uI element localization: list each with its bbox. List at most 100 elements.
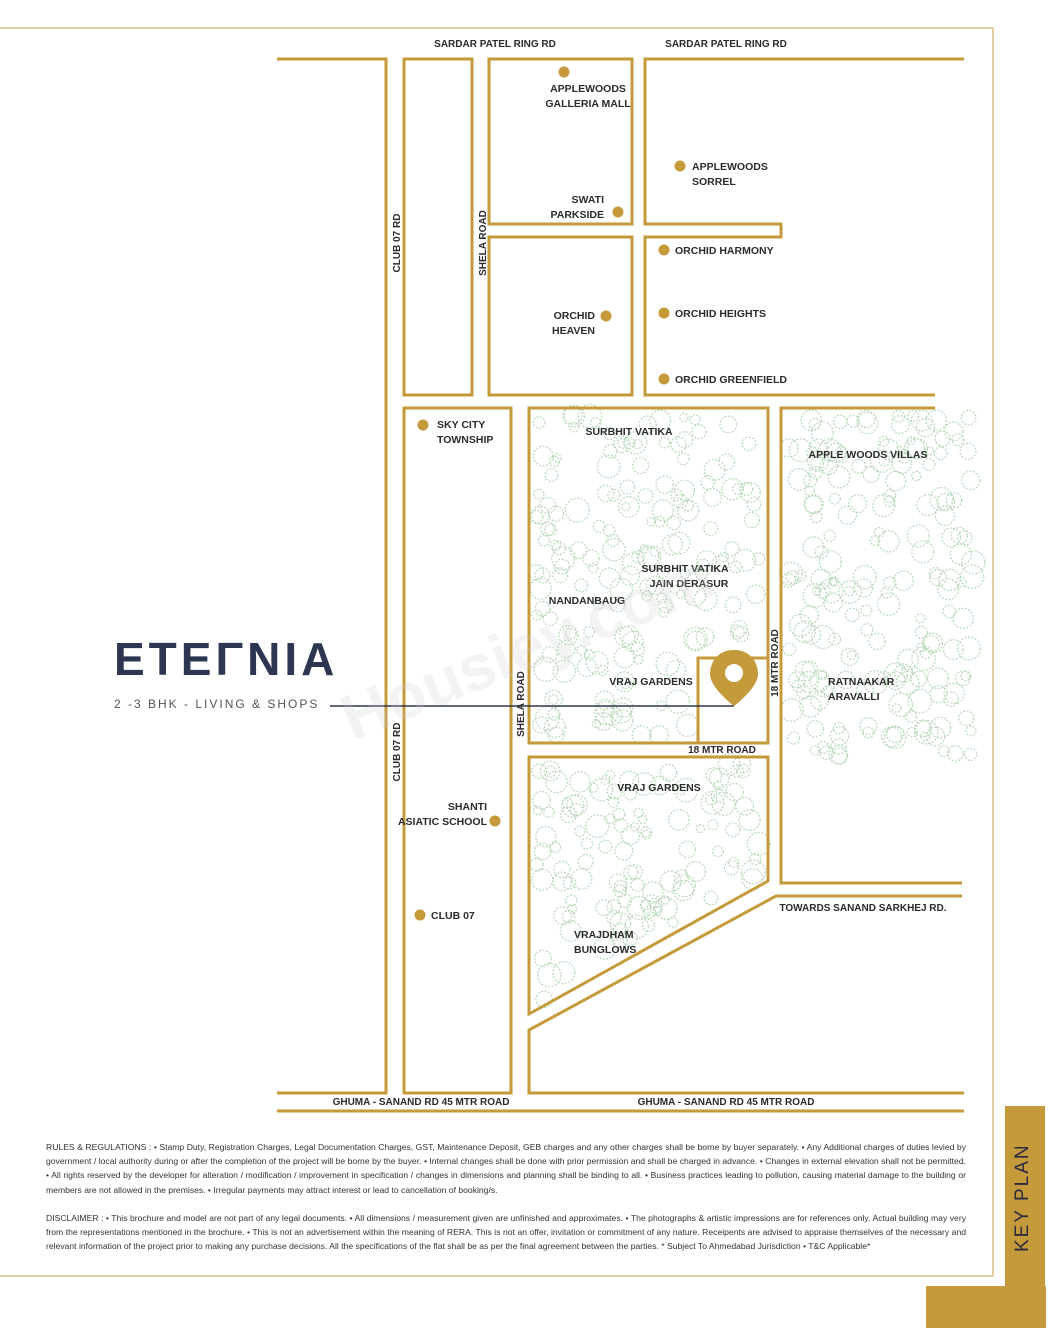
tree-icon xyxy=(678,840,697,859)
tree-icon xyxy=(592,519,606,533)
tree-icon xyxy=(596,454,621,479)
tree-icon xyxy=(549,841,562,853)
tree-icon xyxy=(811,586,822,596)
tree-icon xyxy=(649,545,662,557)
tree-icon xyxy=(808,438,828,457)
tree-icon xyxy=(631,725,652,745)
tree-icon xyxy=(804,495,823,514)
tree-icon xyxy=(856,409,876,429)
tree-icon xyxy=(570,868,593,890)
tree-icon xyxy=(818,578,844,604)
tree-icon xyxy=(809,745,821,756)
tree-icon xyxy=(685,630,706,651)
tree-icon xyxy=(534,705,560,731)
tree-icon xyxy=(920,731,931,742)
tree-icon xyxy=(893,663,914,683)
tree-icon xyxy=(549,539,561,551)
tree-icon xyxy=(552,453,562,463)
tree-icon xyxy=(827,576,838,587)
tree-icon xyxy=(926,667,949,690)
tree-icon xyxy=(585,651,609,675)
tree-icon xyxy=(779,438,799,458)
tree-icon xyxy=(645,575,665,595)
tree-icon xyxy=(915,417,936,438)
tree-icon xyxy=(806,720,825,738)
tree-icon xyxy=(809,670,831,692)
tree-icon xyxy=(605,769,616,781)
tree-icon xyxy=(597,664,609,677)
tree-icon xyxy=(743,511,761,529)
road-label-ghuma-right: GHUMA - SANAND RD 45 MTR ROAD xyxy=(638,1097,815,1108)
tree-icon xyxy=(837,505,858,525)
tree-icon xyxy=(607,796,620,809)
tree-icon xyxy=(561,794,585,818)
tree-icon xyxy=(886,725,904,744)
tree-icon xyxy=(907,688,933,714)
tree-icon xyxy=(531,609,543,621)
tree-icon xyxy=(724,541,740,557)
tree-icon xyxy=(608,873,628,893)
road-label-club07-bottom: CLUB 07 RD xyxy=(392,723,403,782)
place-skycity-line2: TOWNSHIP xyxy=(437,434,493,446)
tree-icon xyxy=(561,909,576,924)
tree-icon xyxy=(913,719,939,745)
tree-icon xyxy=(796,684,812,700)
tree-icon xyxy=(606,909,622,926)
skycity-dot-icon xyxy=(417,419,429,431)
tree-icon xyxy=(631,550,645,564)
tree-icon xyxy=(552,567,569,584)
tree-icon xyxy=(588,782,599,793)
tree-icon xyxy=(954,670,971,687)
tree-icon xyxy=(806,446,819,459)
tree-icon xyxy=(577,403,603,429)
tree-icon xyxy=(814,583,831,599)
tree-icon xyxy=(920,647,932,660)
tree-icon xyxy=(885,470,907,492)
tree-icon xyxy=(624,914,649,939)
tree-icon xyxy=(878,435,890,447)
tree-icon xyxy=(922,632,943,654)
tree-icon xyxy=(675,784,687,796)
tree-icon xyxy=(816,740,830,754)
tree-icon xyxy=(960,470,981,491)
tree-icon xyxy=(535,990,553,1009)
tree-icon xyxy=(803,485,815,497)
tree-icon xyxy=(869,449,894,473)
tree-icon xyxy=(617,893,633,908)
tree-icon xyxy=(787,468,811,491)
tree-icon xyxy=(614,841,634,861)
tree-icon xyxy=(906,438,928,460)
tree-icon xyxy=(536,962,562,988)
tree-icon xyxy=(725,782,744,802)
tree-icon xyxy=(568,770,591,793)
tree-icon xyxy=(613,646,636,669)
tree-icon xyxy=(613,697,634,718)
tree-icon xyxy=(560,806,578,824)
tree-icon xyxy=(639,578,657,596)
shanti-dot-icon xyxy=(489,815,501,827)
tree-icon xyxy=(534,567,551,584)
tree-icon xyxy=(868,632,886,651)
tree-icon xyxy=(636,545,660,568)
tree-icon xyxy=(540,521,555,536)
tree-icon xyxy=(802,536,825,559)
tree-icon xyxy=(683,584,707,607)
swati-dot-icon xyxy=(612,206,624,218)
tree-icon xyxy=(700,790,725,815)
tree-icon xyxy=(880,586,893,599)
tree-icon xyxy=(703,890,719,906)
tree-icon xyxy=(794,569,807,582)
tree-icon xyxy=(543,715,566,738)
tree-icon xyxy=(569,541,588,560)
tree-icon xyxy=(621,552,645,576)
tree-icon xyxy=(911,646,936,671)
tree-icon xyxy=(548,455,561,468)
tree-icon xyxy=(810,691,829,711)
tree-icon xyxy=(819,456,839,475)
tree-icon xyxy=(532,790,551,810)
tree-icon xyxy=(818,438,842,462)
tree-icon xyxy=(613,671,635,693)
tree-icon xyxy=(810,568,832,590)
tree-icon xyxy=(683,626,708,652)
place-surbhit-vatika: SURBHIT VATIKA xyxy=(585,426,673,438)
